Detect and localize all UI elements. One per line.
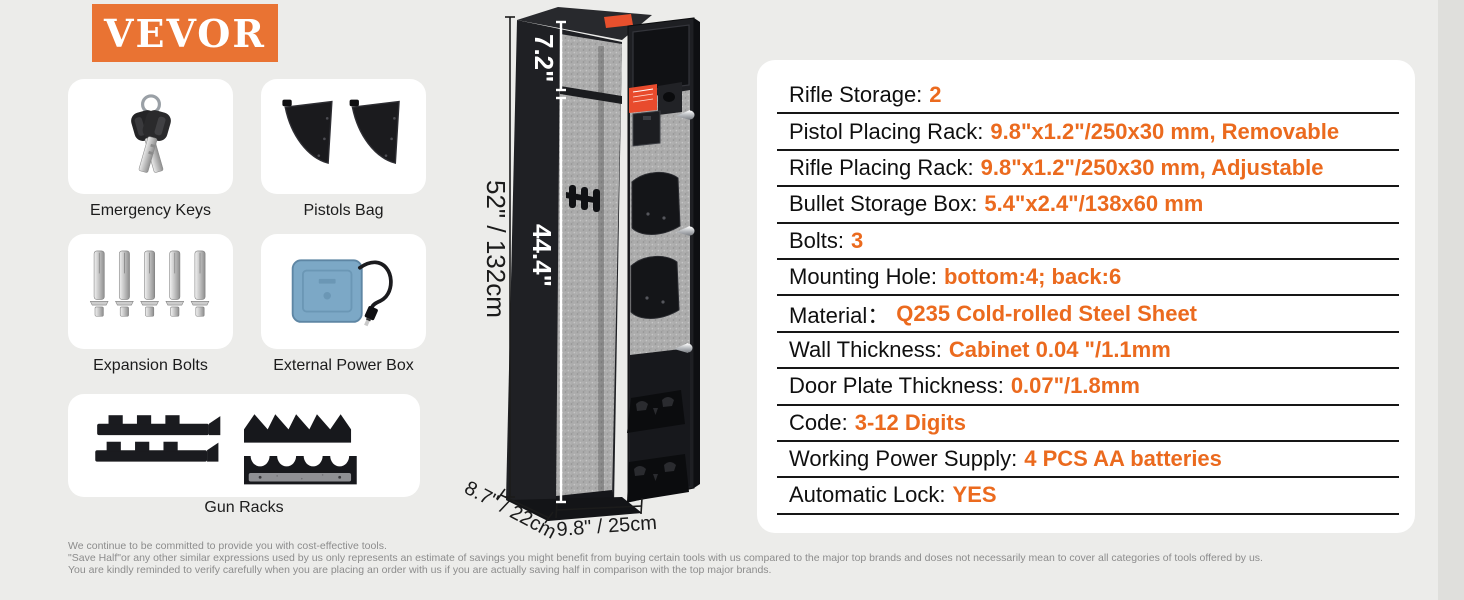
spec-value: bottom:4; back:6 [943,264,1122,290]
spec-value: Q235 Cold-rolled Steel Sheet [896,300,1197,326]
spec-row-rifle-rack: Rifle Placing Rack: 9.8"x1.2"/250x30 mm,… [777,151,1399,188]
spec-value: 4 PCS AA batteries [1024,446,1222,472]
spec-value: 3 [851,227,864,253]
spec-row-wall-thickness: Wall Thickness: Cabinet 0.04 "/1.1mm [777,333,1399,370]
spec-label: Wall Thickness: [789,336,942,362]
power-box-icon [291,258,393,326]
pistol-pouch [630,172,681,319]
safe-door [627,17,700,503]
inner-dimension-bars [556,20,566,504]
spec-label: Pistol Placing Rack: [789,118,984,144]
spec-row-bullet-box: Bullet Storage Box: 5.4"x2.4"/138x60 mm [777,187,1399,224]
accessory-card-pistols-bag [261,79,426,194]
spec-label: Rifle Placing Rack: [789,154,974,180]
spec-label: Bolts: [789,227,845,253]
spec-row-door-thickness: Door Plate Thickness: 0.07"/1.8mm [777,369,1399,406]
vevor-logo-text: VEVOR [104,10,266,56]
spec-row-pistol-rack: Pistol Placing Rack: 9.8"x1.2"/250x30 mm… [777,114,1399,151]
spec-row-power-supply: Working Power Supply: 4 PCS AA batteries [777,442,1399,479]
spec-value: Cabinet 0.04 "/1.1mm [948,336,1171,362]
dim-top-inner: 7.2" [529,34,559,82]
vevor-logo: VEVOR [92,4,278,62]
spec-label: Mounting Hole: [789,264,937,290]
gun-safe-illustration: 7.2" 44.4" 52" / 132cm 8.7" / 22cm 9.8" … [461,7,700,544]
spec-label: Material： [789,302,890,328]
spec-row-bolts: Bolts: 3 [777,224,1399,260]
spec-row-material: Material： Q235 Cold-rolled Steel Sheet [777,296,1399,333]
dim-overall-height: 52" / 132cm [481,180,511,318]
spec-row-code: Code: 3-12 Digits [777,406,1399,442]
interior-hooks [566,185,600,212]
door-warning-sticker [629,84,657,113]
spec-value: 3-12 Digits [854,409,966,435]
disclaimer: We continue to be committed to provide y… [68,540,1418,577]
spec-label: Bullet Storage Box: [789,191,978,217]
disclaimer-line: "Save Half"or any other similar expressi… [68,552,1263,565]
accessory-card-gun-racks [68,394,420,497]
spec-label: Door Plate Thickness: [789,373,1004,399]
safe-cabinet [506,7,652,521]
spec-value: 0.07"/1.8mm [1010,373,1140,399]
spec-value: 2 [929,82,942,108]
spec-row-rifle-storage: Rifle Storage: 2 [777,78,1399,115]
spec-value: YES [952,482,997,508]
accessory-label: Emergency Keys [90,202,211,219]
spec-value: 5.4"x2.4"/138x60 mm [984,191,1204,217]
spec-value: 9.8"x1.2"/250x30 mm, Adjustable [980,154,1324,180]
accessory-label: Gun Racks [204,499,284,516]
accessory-label: External Power Box [273,357,414,374]
dim-inner-height: 44.4" [527,224,557,287]
spec-label: Code: [789,409,848,435]
disclaimer-line: You are kindly reminded to verify carefu… [68,564,772,577]
disclaimer-line: We continue to be committed to provide y… [68,540,387,552]
spec-panel: Rifle Storage: 2 Pistol Placing Rack: 9.… [757,60,1415,533]
spec-label: Rifle Storage: [789,82,923,108]
dimension-lines [496,16,643,524]
right-gray-band [1438,0,1464,600]
top-orange-sticker [604,14,633,28]
accessory-label: Pistols Bag [303,202,384,219]
gun-racks-icon [95,413,357,484]
spec-row-mounting-hole: Mounting Hole: bottom:4; back:6 [777,260,1399,297]
top-shelf [560,86,622,104]
accessory-card-emergency-keys [68,79,233,194]
keypad-housing [632,24,690,93]
accessory-card-expansion-bolts [68,234,233,349]
accessory-label: Expansion Bolts [93,357,208,374]
door-hinge-pins [674,110,695,353]
spec-value: 9.8"x1.2"/250x30 mm, Removable [990,118,1340,144]
expansion-bolts-icon [89,250,209,317]
keys-icon [130,93,171,173]
spec-label: Working Power Supply: [789,446,1018,472]
spec-label: Automatic Lock: [789,482,946,508]
pistol-bags-icon [281,99,400,164]
accessory-card-power-box [261,234,426,349]
battery-box [632,110,661,147]
spec-row-automatic-lock: Automatic Lock: YES [777,478,1399,515]
